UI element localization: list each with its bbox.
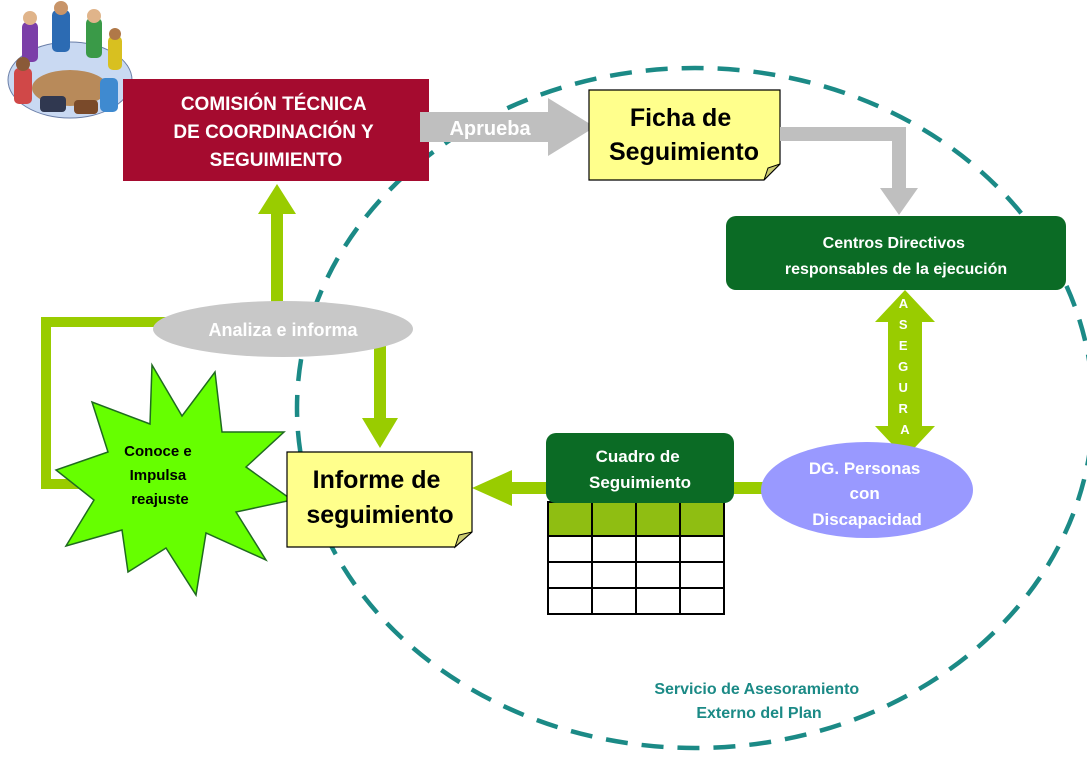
asegura-double-arrow <box>875 290 935 458</box>
centros-title: Centros Directivos responsables de la ej… <box>785 235 1007 278</box>
comision-title: COMISIÓN TÉCNICA DE COORDINACIÓN Y SEGUI… <box>173 93 378 171</box>
service-boundary-ellipse <box>294 65 1087 751</box>
comision-box <box>123 79 429 181</box>
aprueba-label: Aprueba <box>449 118 531 140</box>
ficha-note <box>588 89 781 181</box>
asegura-label: A S E G U R A <box>898 296 912 437</box>
table-grid-icon <box>547 501 725 615</box>
ficha-to-centros-arrow <box>780 127 918 215</box>
dg-ellipse <box>761 442 973 538</box>
analiza-label: Analiza e informa <box>208 320 358 340</box>
informe-note <box>286 451 473 549</box>
centros-box <box>726 216 1066 290</box>
ficha-title: Ficha de Seguimiento <box>609 104 759 166</box>
analiza-ellipse <box>153 301 413 357</box>
meeting-people-clipart-icon <box>7 1 133 119</box>
analiza-to-comision-arrow <box>258 184 296 305</box>
dg-title: DG. Personas con Discapacidad <box>809 459 925 529</box>
conoce-label: Conoce e Impulsa reajuste <box>124 443 196 508</box>
servicio-label: Servicio de Asesoramiento Externo del Pl… <box>654 681 863 722</box>
cuadro-box <box>546 433 734 503</box>
cuadro-title: Cuadro de Seguimiento <box>589 447 691 492</box>
informe-title: Informe de seguimiento <box>306 466 453 529</box>
aprueba-arrow <box>420 98 595 156</box>
analiza-to-informe-arrow <box>330 323 398 448</box>
starburst-icon <box>54 362 294 598</box>
